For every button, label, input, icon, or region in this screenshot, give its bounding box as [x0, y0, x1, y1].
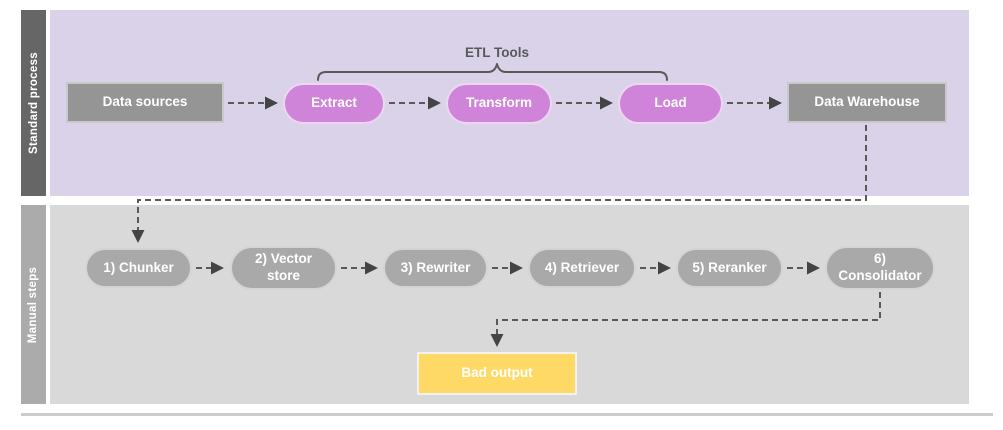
lane-manual-steps-label: Manual steps: [21, 205, 46, 404]
node-consolidator: 6) Consolidator: [825, 246, 935, 290]
lane-standard-process-label: Standard process: [21, 10, 46, 196]
node-chunker: 1) Chunker: [85, 248, 192, 288]
node-extract: Extract: [283, 83, 385, 124]
node-bad-output: Bad output: [417, 352, 577, 395]
etl-tools-caption: ETL Tools: [465, 45, 529, 60]
page-bottom-rule: [21, 413, 993, 416]
node-transform: Transform: [446, 83, 552, 124]
node-vector-store: 2) Vector store: [230, 246, 337, 290]
lane-label-text: Manual steps: [27, 266, 40, 343]
node-rewriter: 3) Rewriter: [383, 248, 488, 288]
lane-label-text: Standard process: [27, 52, 40, 154]
node-data-warehouse: Data Warehouse: [787, 82, 947, 123]
node-reranker: 5) Reranker: [676, 248, 783, 288]
node-load: Load: [618, 83, 723, 124]
node-retriever: 4) Retriever: [528, 248, 636, 288]
node-data-sources: Data sources: [66, 82, 224, 123]
